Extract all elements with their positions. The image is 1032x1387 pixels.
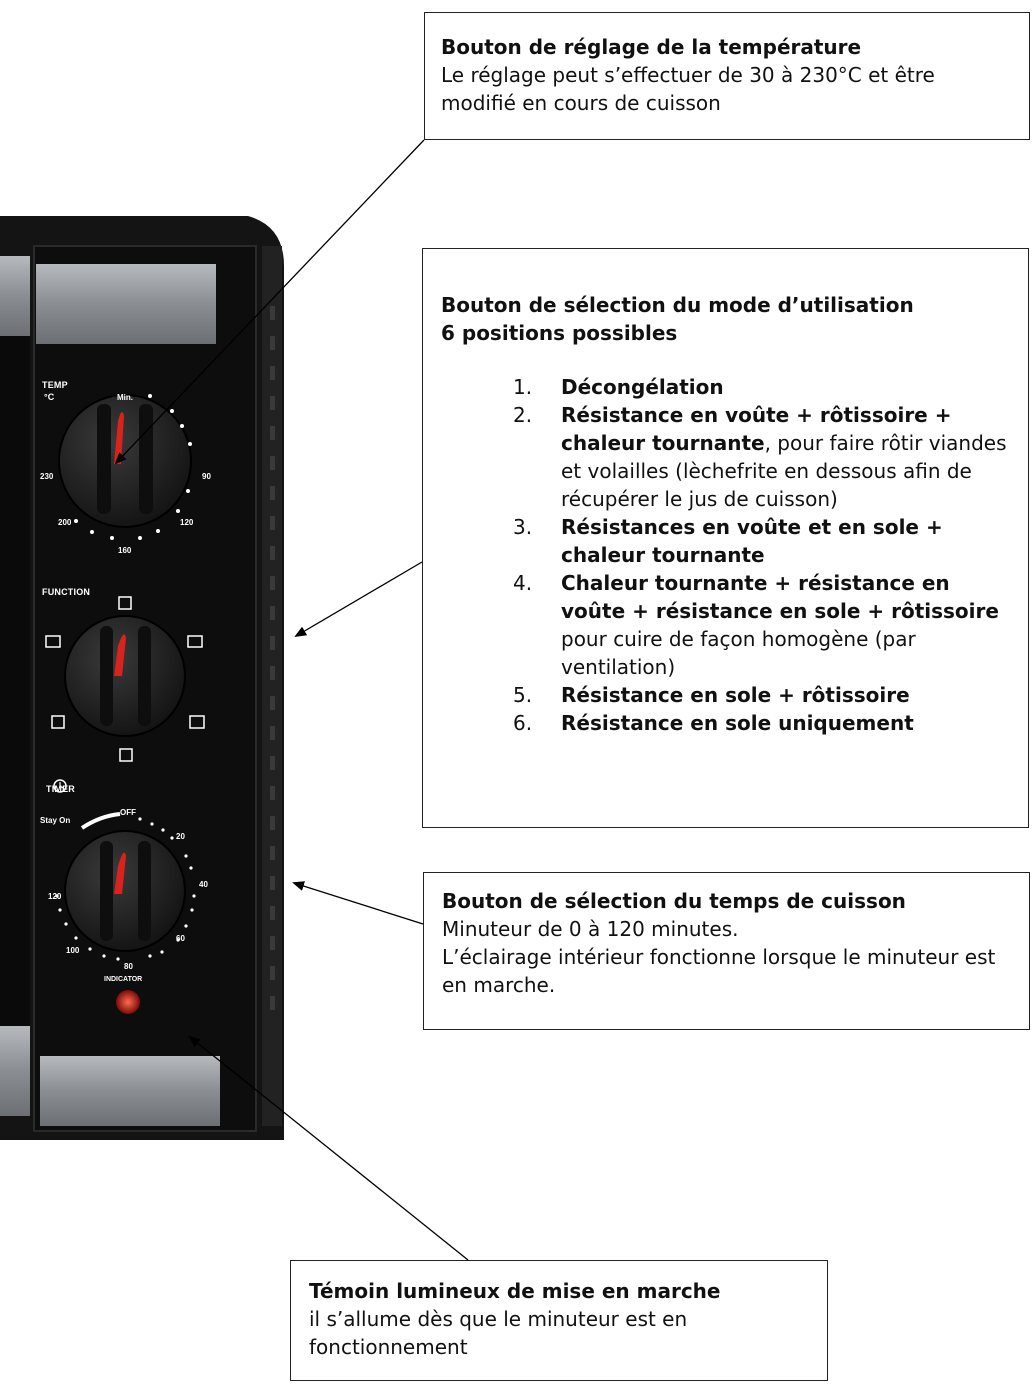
- arrow-temperature: [116, 140, 424, 463]
- arrow-timer: [294, 883, 423, 924]
- arrow-mode: [296, 562, 422, 636]
- arrow-indicator: [190, 1037, 468, 1260]
